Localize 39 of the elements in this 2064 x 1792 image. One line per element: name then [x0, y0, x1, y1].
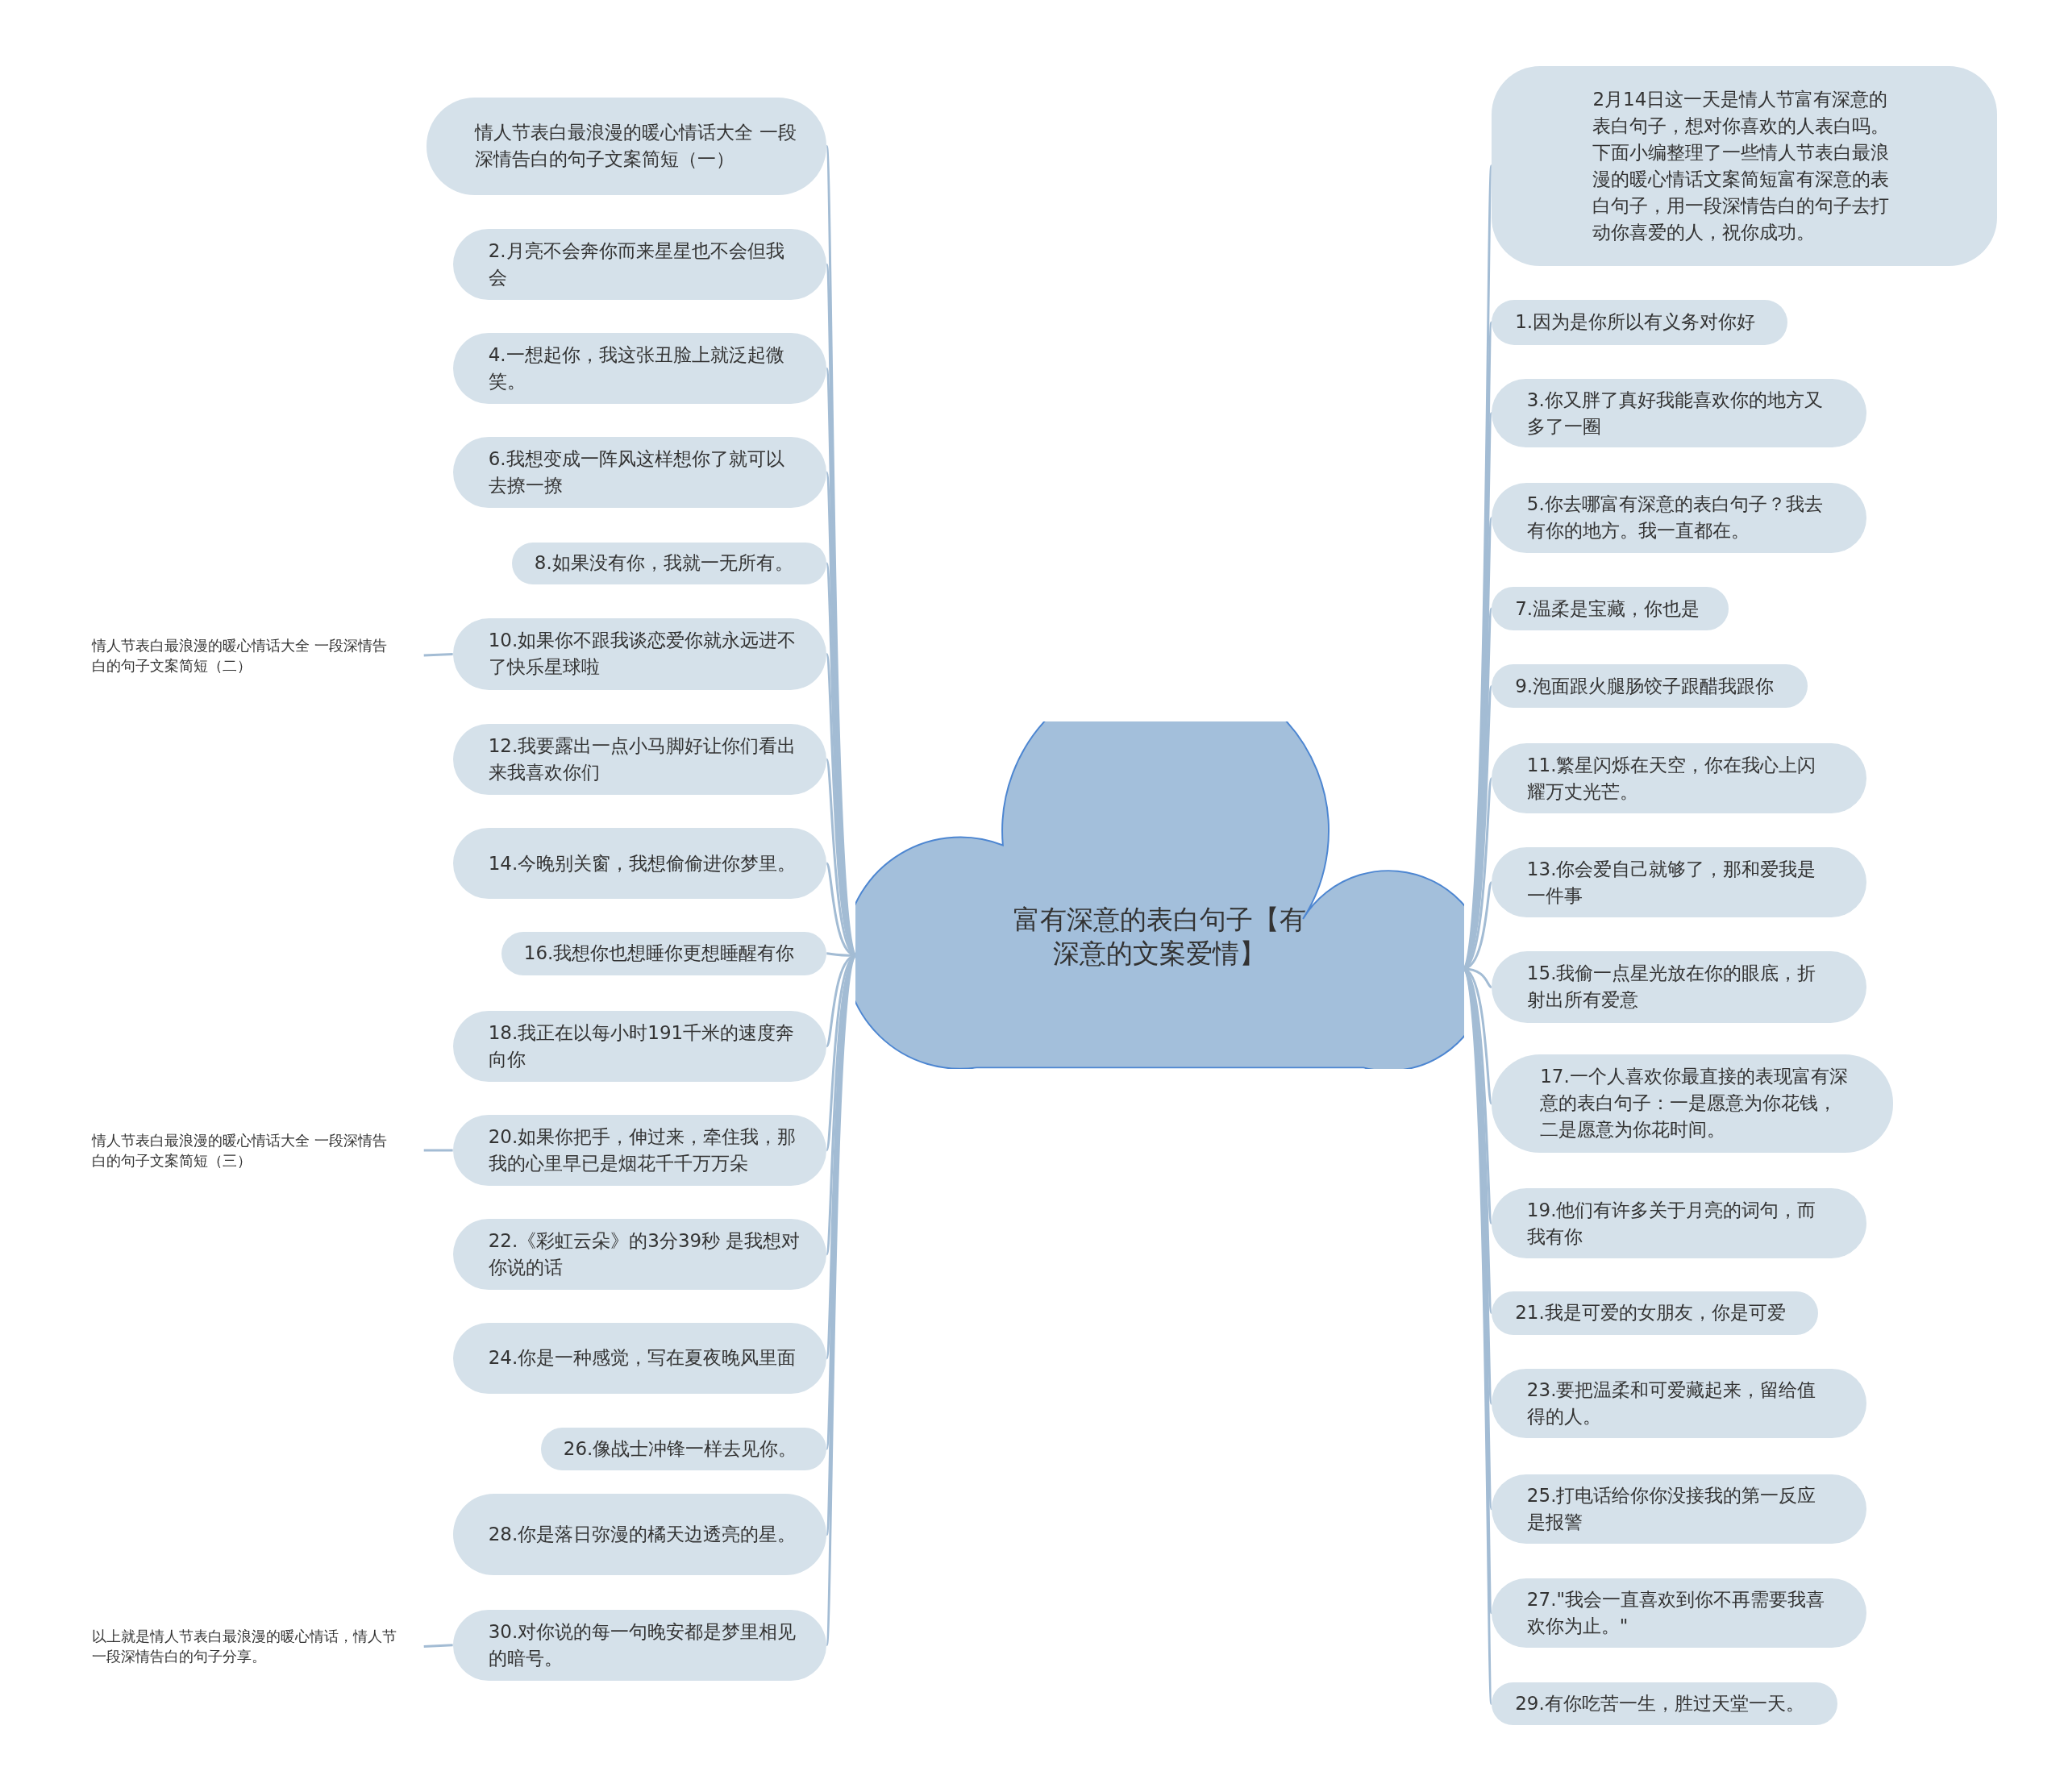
topic-bubble: 25.打电话给你你没接我的第一反应是报警: [1491, 1474, 1867, 1545]
topic-bubble: 12.我要露出一点小马脚好让你们看出来我喜欢你们: [452, 723, 827, 796]
note-text: 以上就是情人节表白最浪漫的暖心情话，情人节一段深情告白的句子分享。: [92, 1625, 424, 1668]
topic-bubble: 2.月亮不会奔你而来星星也不会但我会: [452, 229, 827, 301]
note-text: 情人节表白最浪漫的暖心情话大全 一段深情告白的句子文案简短（二）: [92, 634, 424, 677]
note-text: 情人节表白最浪漫的暖心情话大全 一段深情告白的句子文案简短（三）: [92, 1129, 424, 1172]
topic-bubble: 27."我会一直喜欢到你不再需要我喜欢你为止。": [1491, 1578, 1867, 1649]
topic-bubble: 15.我偷一点星光放在你的眼底，折射出所有爱意: [1491, 951, 1867, 1023]
topic-bubble: 14.今晚别关窗，我想偷偷进你梦里。: [452, 827, 827, 900]
topic-bubble: 情人节表白最浪漫的暖心情话大全 一段深情告白的句子文案简短（一）: [426, 97, 827, 195]
topic-bubble: 19.他们有许多关于月亮的词句，而我有你: [1491, 1188, 1867, 1258]
topic-bubble: 30.对你说的每一句晚安都是梦里相见的暗号。: [452, 1609, 827, 1681]
topic-bubble: 21.我是可爱的女朋友，你是可爱: [1491, 1291, 1818, 1335]
topic-bubble: 13.你会爱自己就够了，那和爱我是一件事: [1491, 847, 1867, 917]
topic-bubble: 24.你是一种感觉，写在夏夜晚风里面: [452, 1322, 827, 1394]
topic-bubble: 6.我想变成一阵风这样想你了就可以去撩一撩: [452, 437, 827, 509]
topic-bubble: 8.如果没有你，我就一无所有。: [512, 542, 827, 584]
topic-bubble: 4.一想起你，我这张丑脸上就泛起微笑。: [452, 333, 827, 405]
topic-bubble: 18.我正在以每小时191千米的速度奔向你: [452, 1010, 827, 1083]
topic-bubble: 22.《彩虹云朵》的3分39秒 是我想对你说的话: [452, 1218, 827, 1290]
topic-bubble: 26.像战士冲锋一样去见你。: [541, 1428, 827, 1470]
topic-bubble: 17.一个人喜欢你最直接的表现富有深意的表白句子：一是愿意为你花钱，二是愿意为你花时间。: [1491, 1054, 1893, 1154]
topic-bubble: 9.泡面跟火腿肠饺子跟醋我跟你: [1491, 664, 1808, 709]
topic-bubble: 20.如果你把手，伸过来，牵住我，那我的心里早已是烟花千千万万朵: [452, 1114, 827, 1186]
connector-line: [423, 652, 453, 657]
topic-bubble: 11.繁星闪烁在天空，你在我心上闪耀万丈光芒。: [1491, 743, 1867, 813]
connector-line: [423, 1644, 453, 1648]
topic-bubble: 28.你是落日弥漫的橘天边透亮的星。: [452, 1494, 827, 1576]
topic-bubble: 7.温柔是宝藏，你也是: [1491, 587, 1729, 631]
central-topic: 富有深意的表白句子【有深意的文案爱情】: [1012, 903, 1307, 971]
topic-bubble: 29.有你吃苦一生，胜过天堂一天。: [1491, 1682, 1838, 1726]
connector-line: [423, 1149, 453, 1152]
topic-bubble: 16.我想你也想睡你更想睡醒有你: [501, 931, 827, 975]
topic-bubble: 2月14日这一天是情人节富有深意的表白句子，想对你喜欢的人表白吗。下面小编整理了一些情人节表白最浪漫的暖心情话文案简短富有深意的表白句子，用一段深情告白的句子去打动你喜爱的人，祝你成功。: [1491, 65, 1997, 266]
topic-bubble: 3.你又胖了真好我能喜欢你的地方又多了一圈: [1491, 379, 1867, 448]
topic-bubble: 10.如果你不跟我谈恋爱你就永远进不了快乐星球啦: [452, 618, 827, 690]
topic-bubble: 23.要把温柔和可爱藏起来，留给值得的人。: [1491, 1368, 1867, 1439]
topic-bubble: 5.你去哪富有深意的表白句子？我去有你的地方。我一直都在。: [1491, 483, 1867, 553]
topic-bubble: 1.因为是你所以有义务对你好: [1491, 300, 1788, 345]
